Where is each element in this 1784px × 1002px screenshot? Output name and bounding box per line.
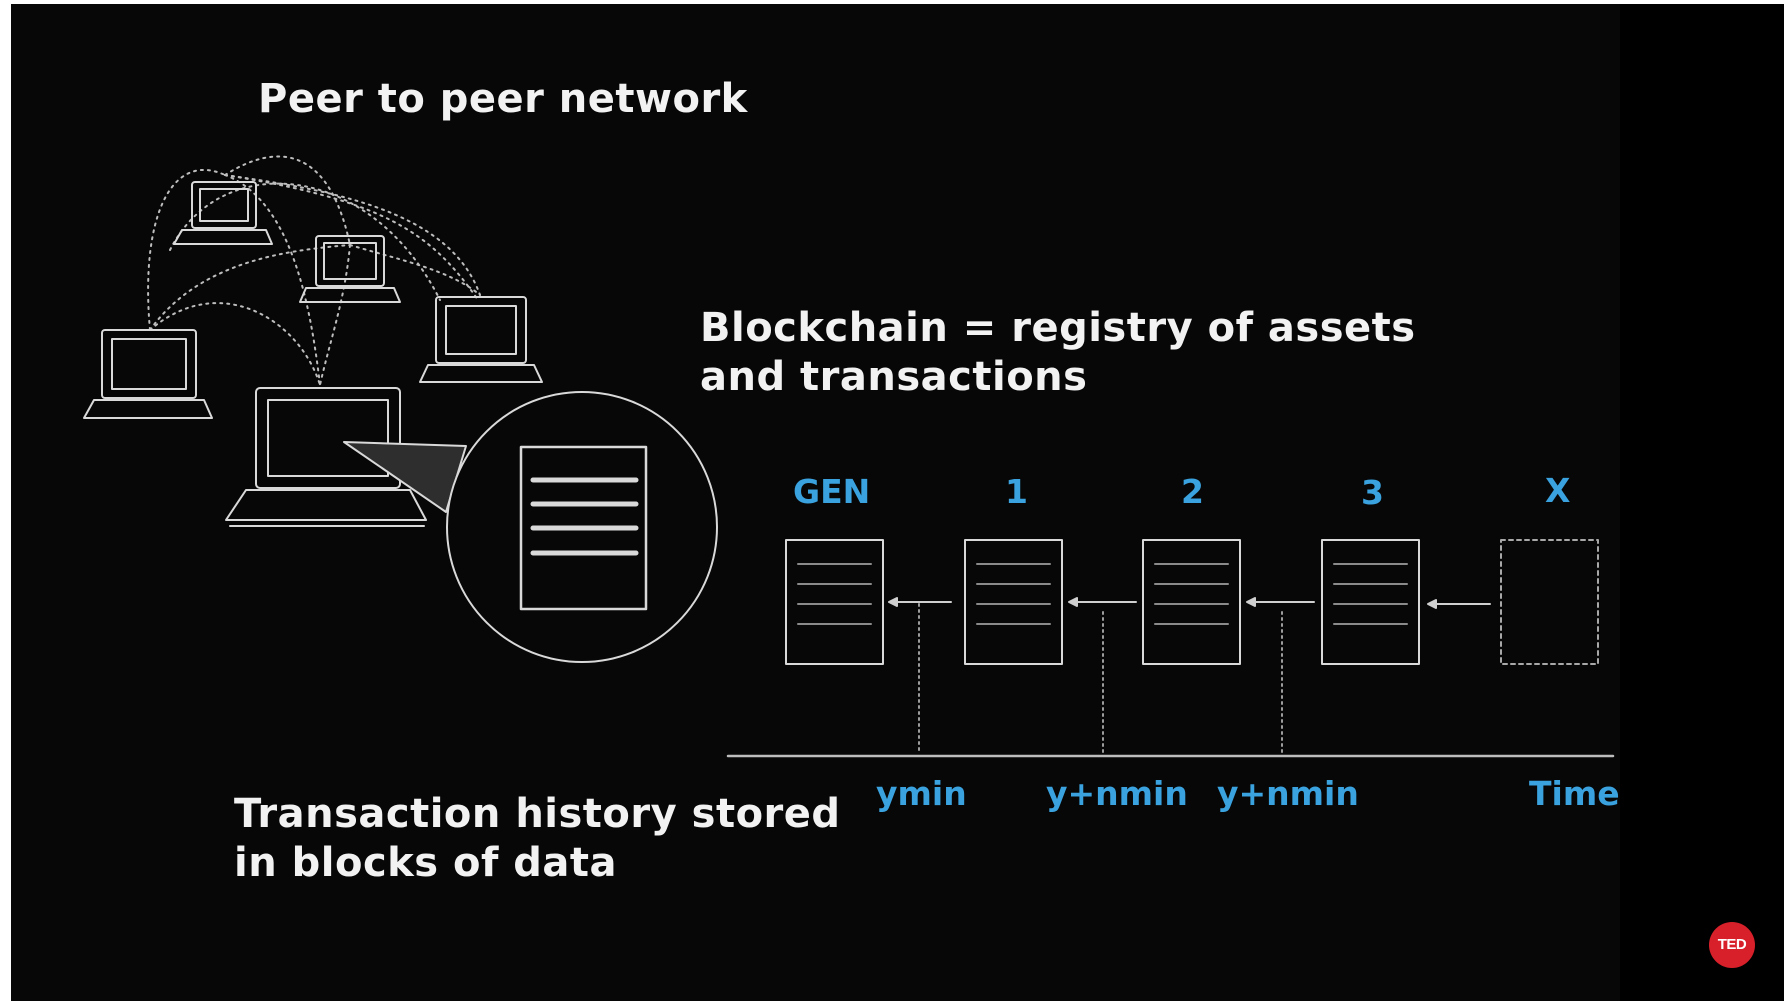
network-title: Peer to peer network — [258, 76, 748, 122]
document-icon — [519, 445, 648, 611]
block-3 — [1321, 539, 1420, 665]
ted-logo: TED — [1709, 922, 1755, 968]
peer-link — [224, 174, 479, 301]
slide-background — [11, 4, 1620, 1001]
laptop-icon — [83, 329, 213, 419]
time-markers — [918, 603, 1283, 755]
block-2 — [1142, 539, 1241, 665]
peer-link — [224, 174, 481, 296]
peer-link — [149, 302, 321, 386]
laptop-icon — [299, 235, 401, 303]
history-line-1: Transaction history stored — [234, 791, 841, 837]
arrow-head — [888, 597, 898, 607]
peer-connections — [147, 155, 481, 386]
blockchain-title-line-2: and transactions — [700, 354, 1088, 400]
peer-link — [319, 244, 351, 386]
history-line-2: in blocks of data — [234, 840, 618, 886]
block-label-1: 1 — [1005, 472, 1028, 511]
block-label-gen: GEN — [793, 472, 871, 511]
peer-link — [147, 168, 226, 331]
block-label-x: X — [1545, 471, 1571, 510]
arrow-head — [1068, 597, 1078, 607]
laptop-icon — [225, 387, 427, 527]
time-axis-label: Time — [1529, 774, 1620, 813]
laptop-icon — [173, 181, 273, 245]
block-label-2: 2 — [1181, 472, 1204, 511]
time-label-ymin: ymin — [876, 774, 967, 813]
peer-link — [169, 182, 441, 301]
peer-link — [224, 155, 351, 246]
block-gen — [785, 539, 884, 665]
peer-link — [149, 244, 351, 331]
laptop-icon — [419, 296, 543, 383]
peer-link — [349, 244, 481, 296]
time-label-y-nmin-1: y+nmin — [1046, 774, 1188, 813]
time-label-y-nmin-2: y+nmin — [1217, 774, 1359, 813]
letterbox-band — [1620, 4, 1784, 1001]
arrow-head — [1427, 599, 1437, 609]
block-1 — [964, 539, 1063, 665]
block-label-3: 3 — [1361, 473, 1384, 512]
chain-arrows — [888, 597, 1491, 609]
block-x-pending — [1500, 539, 1599, 665]
blockchain-title-line-1: Blockchain = registry of assets — [700, 305, 1416, 351]
peer-link — [224, 174, 321, 386]
arrow-head — [1246, 597, 1256, 607]
